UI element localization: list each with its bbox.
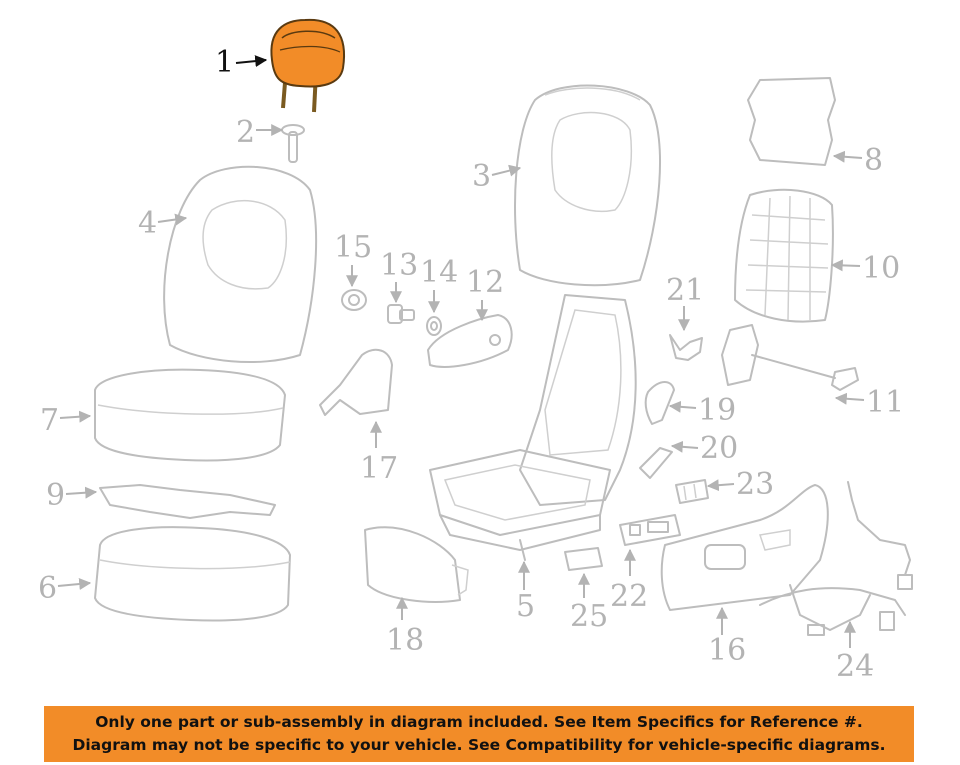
bolt-part-13 <box>387 304 415 324</box>
callout-10: 10 <box>862 251 900 286</box>
callout-15: 15 <box>334 230 372 265</box>
seat-parts-diagram: 1 2 3 4 5 6 7 <box>38 18 913 684</box>
arrow-7 <box>59 410 92 423</box>
callout-23: 23 <box>736 467 774 502</box>
callout-2: 2 <box>236 115 255 150</box>
callout-19: 19 <box>698 393 736 428</box>
callout-13: 13 <box>380 248 418 283</box>
arrow-10 <box>830 259 861 272</box>
seat-cushion-cover-part-7 <box>94 368 286 462</box>
arrow-3 <box>491 164 522 177</box>
callout-12: 12 <box>466 265 504 300</box>
arrow-20 <box>670 440 699 453</box>
arrow-11 <box>834 392 865 405</box>
washer-part-14 <box>426 316 442 336</box>
callout-5: 5 <box>516 589 535 624</box>
headrest-guide-part-2 <box>281 124 305 163</box>
callout-6: 6 <box>38 571 57 606</box>
switch-knob-part-23 <box>675 479 709 504</box>
arrow-6 <box>57 578 92 590</box>
arrow-4 <box>157 213 188 226</box>
inner-shield-part-17 <box>319 348 393 416</box>
seatback-pad-part-4 <box>163 165 318 363</box>
seatback-cover-part-3 <box>514 84 661 287</box>
arrow-23 <box>706 479 735 492</box>
callout-24: 24 <box>836 649 874 684</box>
side-shield-part-16 <box>660 484 829 611</box>
heater-mat-part-9 <box>99 484 276 519</box>
arrow-19 <box>668 400 697 413</box>
callout-21: 21 <box>666 273 704 308</box>
label-part-25 <box>564 547 603 571</box>
arrow-8 <box>832 150 863 163</box>
callout-16: 16 <box>708 633 746 668</box>
callout-25: 25 <box>570 599 608 634</box>
cap-part-15 <box>341 289 367 311</box>
arrow-9 <box>65 486 98 499</box>
callout-9: 9 <box>46 478 65 513</box>
callout-8: 8 <box>864 143 883 178</box>
callout-7: 7 <box>40 403 59 438</box>
pad-sheet-part-8 <box>747 77 836 166</box>
callout-4: 4 <box>138 206 157 241</box>
callout-17: 17 <box>360 451 398 486</box>
arrow-1 <box>235 55 268 68</box>
disclaimer-banner: Only one part or sub-assembly in diagram… <box>44 706 914 762</box>
seat-cushion-pad-part-6 <box>94 526 291 622</box>
callout-1: 1 <box>215 45 234 80</box>
knob-part-19 <box>644 381 675 425</box>
callout-11: 11 <box>866 385 904 420</box>
switch-part-22 <box>619 514 681 546</box>
callout-22: 22 <box>610 579 648 614</box>
recliner-cover-part-12 <box>427 314 513 368</box>
callout-3: 3 <box>472 159 491 194</box>
disclaimer-line-1: Only one part or sub-assembly in diagram… <box>95 713 863 731</box>
callout-14: 14 <box>420 255 458 290</box>
wire-harness-part-24 <box>759 481 913 636</box>
seat-frame-part-5 <box>429 294 637 561</box>
headrest-part-1 <box>270 18 345 113</box>
callout-18: 18 <box>386 623 424 658</box>
cover-part-21 <box>669 334 703 361</box>
disclaimer-line-2: Diagram may not be specific to your vehi… <box>72 736 886 754</box>
recliner-part-11 <box>721 324 859 391</box>
callout-20: 20 <box>700 431 738 466</box>
lever-part-20 <box>639 447 673 479</box>
front-cover-part-18 <box>364 526 469 603</box>
spring-mat-part-10 <box>734 188 834 323</box>
